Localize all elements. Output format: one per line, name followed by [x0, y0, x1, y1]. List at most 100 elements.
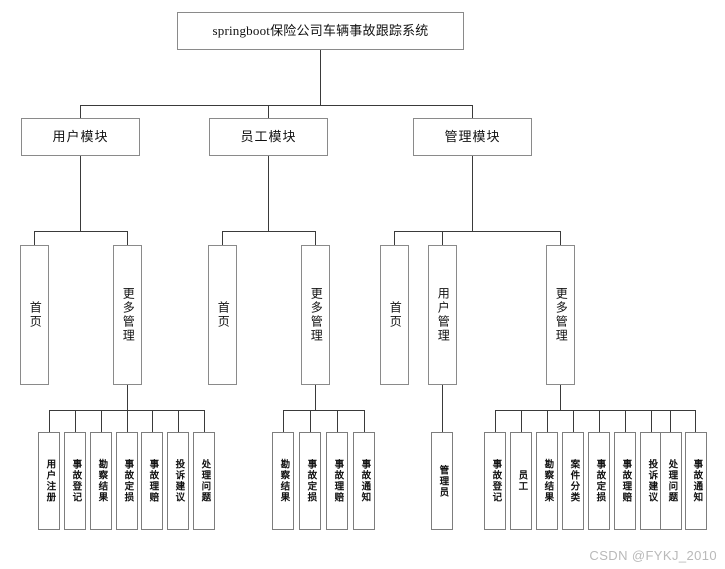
connector-staff-bus — [222, 231, 315, 232]
connector-staff-drop-home — [222, 231, 223, 245]
connector-user-bus — [34, 231, 127, 232]
leaf-node-user-2[interactable]: 勘察结果 — [90, 432, 112, 530]
leaf-label-staff-2: 事故理赔 — [332, 459, 343, 503]
branch-node-admin-home[interactable]: 首页 — [380, 245, 409, 385]
leaf-label-user-0: 用户注册 — [44, 459, 55, 503]
branch-label-admin-usermgmt: 用户管理 — [436, 287, 451, 343]
connector-admin-stem — [472, 156, 473, 231]
connector-staff-more-drop-1 — [310, 410, 311, 432]
leaf-node-user-4[interactable]: 事故理赔 — [141, 432, 163, 530]
branch-label-admin-more: 更多管理 — [554, 287, 569, 343]
branch-label-admin-home: 首页 — [388, 301, 403, 329]
leaf-label-user-5: 投诉建议 — [173, 459, 184, 503]
leaf-node-staff-2[interactable]: 事故理赔 — [326, 432, 348, 530]
module-node-admin[interactable]: 管理模块 — [413, 118, 532, 156]
leaf-label-user-1: 事故登记 — [70, 459, 81, 503]
module-node-staff[interactable]: 员工模块 — [209, 118, 328, 156]
connector-user-more-drop-4 — [152, 410, 153, 432]
branch-label-user-more: 更多管理 — [121, 287, 136, 343]
leaf-node-admin-1[interactable]: 员工 — [510, 432, 532, 530]
leaf-label-admin-4: 事故定损 — [594, 459, 605, 503]
connector-admin-more-drop-3 — [573, 410, 574, 432]
connector-user-more-drop-1 — [75, 410, 76, 432]
leaf-node-admin-3[interactable]: 案件分类 — [562, 432, 584, 530]
connector-staff-more-drop-0 — [283, 410, 284, 432]
connector-admin-more-drop-4 — [599, 410, 600, 432]
leaf-label-admin-3: 案件分类 — [568, 459, 579, 503]
module-label-admin: 管理模块 — [444, 128, 501, 144]
branch-node-admin-more[interactable]: 更多管理 — [546, 245, 575, 385]
connector-root-drop-staff — [268, 105, 269, 118]
connector-root-drop-admin — [472, 105, 473, 118]
connector-user-stem — [80, 156, 81, 231]
leaf-label-user-6: 处理问题 — [199, 459, 210, 503]
connector-admin-more-drop-8 — [695, 410, 696, 432]
leaf-node-admin-2[interactable]: 勘察结果 — [536, 432, 558, 530]
connector-admin-bus — [394, 231, 560, 232]
connector-admin-more-stem — [560, 385, 561, 410]
leaf-label-admin-7: 处理问题 — [666, 459, 677, 503]
module-label-user: 用户模块 — [52, 128, 109, 144]
connector-user-more-bus — [49, 410, 204, 411]
connector-user-more-drop-0 — [49, 410, 50, 432]
leaf-node-user-0[interactable]: 用户注册 — [38, 432, 60, 530]
leaf-node-staff-1[interactable]: 事故定损 — [299, 432, 321, 530]
module-node-user[interactable]: 用户模块 — [21, 118, 140, 156]
branch-node-user-more[interactable]: 更多管理 — [113, 245, 142, 385]
leaf-node-user-1[interactable]: 事故登记 — [64, 432, 86, 530]
connector-admin-drop-home — [394, 231, 395, 245]
branch-label-staff-home: 首页 — [216, 301, 231, 329]
connector-admin-more-drop-0 — [495, 410, 496, 432]
connector-staff-stem — [268, 156, 269, 231]
watermark: CSDN @FYKJ_2010 — [589, 548, 717, 563]
leaf-label-admin-6: 投诉建议 — [646, 459, 657, 503]
branch-node-staff-more[interactable]: 更多管理 — [301, 245, 330, 385]
connector-admin-drop-more — [560, 231, 561, 245]
leaf-node-user-5[interactable]: 投诉建议 — [167, 432, 189, 530]
connector-admin-more-bus — [495, 410, 695, 411]
leaf-node-admin-7[interactable]: 处理问题 — [660, 432, 682, 530]
leaf-node-admin-6[interactable]: 投诉建议 — [640, 432, 662, 530]
connector-user-drop-more — [127, 231, 128, 245]
leaf-label-staff-3: 事故通知 — [359, 459, 370, 503]
connector-root-stem — [320, 50, 321, 105]
connector-root-drop-user — [80, 105, 81, 118]
connector-user-more-drop-6 — [204, 410, 205, 432]
leaf-node-user-3[interactable]: 事故定损 — [116, 432, 138, 530]
connector-staff-drop-more — [315, 231, 316, 245]
leaf-node-staff-0[interactable]: 勘察结果 — [272, 432, 294, 530]
leaf-label-staff-0: 勘察结果 — [278, 459, 289, 503]
leaf-label-admin-user-0: 管理员 — [437, 464, 448, 498]
module-label-staff: 员工模块 — [240, 128, 297, 144]
connector-user-drop-home — [34, 231, 35, 245]
leaf-node-admin-4[interactable]: 事故定损 — [588, 432, 610, 530]
leaf-node-admin-8[interactable]: 事故通知 — [685, 432, 707, 530]
leaf-node-user-6[interactable]: 处理问题 — [193, 432, 215, 530]
leaf-label-staff-1: 事故定损 — [305, 459, 316, 503]
branch-node-user-home[interactable]: 首页 — [20, 245, 49, 385]
connector-root-bus — [80, 105, 472, 106]
root-node-label: springboot保险公司车辆事故跟踪系统 — [212, 22, 429, 38]
leaf-label-admin-2: 勘察结果 — [542, 459, 553, 503]
connector-user-more-drop-5 — [178, 410, 179, 432]
connector-user-more-stem — [127, 385, 128, 410]
leaf-label-user-4: 事故理赔 — [147, 459, 158, 503]
connector-admin-more-drop-6 — [651, 410, 652, 432]
branch-node-admin-usermgmt[interactable]: 用户管理 — [428, 245, 457, 385]
branch-node-staff-home[interactable]: 首页 — [208, 245, 237, 385]
connector-staff-more-stem — [315, 385, 316, 410]
connector-admin-more-drop-2 — [547, 410, 548, 432]
connector-staff-more-bus — [283, 410, 364, 411]
connector-admin-more-drop-5 — [625, 410, 626, 432]
branch-label-staff-more: 更多管理 — [309, 287, 324, 343]
leaf-label-user-3: 事故定损 — [122, 459, 133, 503]
connector-user-more-drop-2 — [101, 410, 102, 432]
leaf-label-admin-5: 事故理赔 — [620, 459, 631, 503]
leaf-node-staff-3[interactable]: 事故通知 — [353, 432, 375, 530]
leaf-node-admin-user-0[interactable]: 管理员 — [431, 432, 453, 530]
leaf-node-admin-5[interactable]: 事故理赔 — [614, 432, 636, 530]
leaf-node-admin-0[interactable]: 事故登记 — [484, 432, 506, 530]
connector-staff-more-drop-3 — [364, 410, 365, 432]
connector-admin-more-drop-1 — [521, 410, 522, 432]
root-node[interactable]: springboot保险公司车辆事故跟踪系统 — [177, 12, 464, 50]
